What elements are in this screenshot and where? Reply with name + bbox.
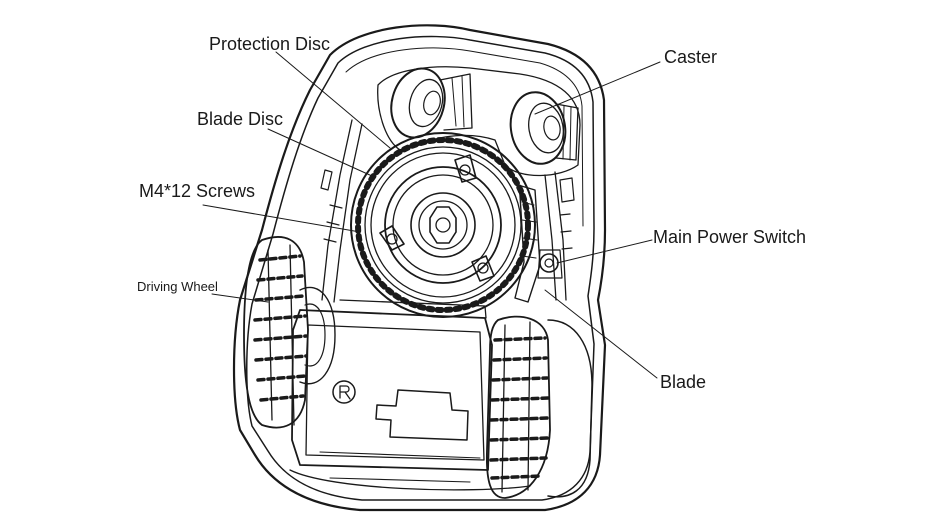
caster-bay [377, 66, 581, 177]
leader-screws [202, 204, 361, 233]
protection-disc [350, 132, 536, 318]
leader-protection-disc [275, 51, 391, 149]
blades [379, 154, 495, 282]
blade-disc [384, 166, 502, 284]
leader-driving-wheel [211, 293, 269, 303]
battery-cover [291, 299, 493, 471]
leader-caster [534, 61, 661, 115]
blade-guard [514, 184, 541, 303]
inner-shell [246, 35, 595, 501]
left-caster-wheel [390, 67, 473, 139]
outer-shell [232, 24, 607, 512]
rim-line [345, 47, 584, 227]
label-blade-disc: Blade Disc [197, 109, 284, 129]
label-caster: Caster [664, 47, 718, 67]
label-driving-wheel: Driving Wheel [137, 279, 218, 294]
right-wall [544, 171, 567, 301]
rear-bumper [289, 469, 531, 491]
left-wall [321, 119, 363, 303]
label-blade: Blade [660, 372, 707, 392]
right-driving-wheel [485, 315, 593, 499]
label-main-power-switch: Main Power Switch [653, 227, 807, 247]
leader-power-switch [556, 239, 653, 264]
right-caster-wheel [509, 91, 579, 165]
leader-blade [544, 289, 658, 379]
power-switch [537, 249, 563, 279]
label-protection-disc: Protection Disc [209, 34, 331, 54]
label-screws: M4*12 Screws [139, 181, 256, 201]
leader-blade-disc [267, 128, 373, 177]
leader-lines [202, 51, 661, 379]
left-driving-wheel [243, 236, 336, 429]
